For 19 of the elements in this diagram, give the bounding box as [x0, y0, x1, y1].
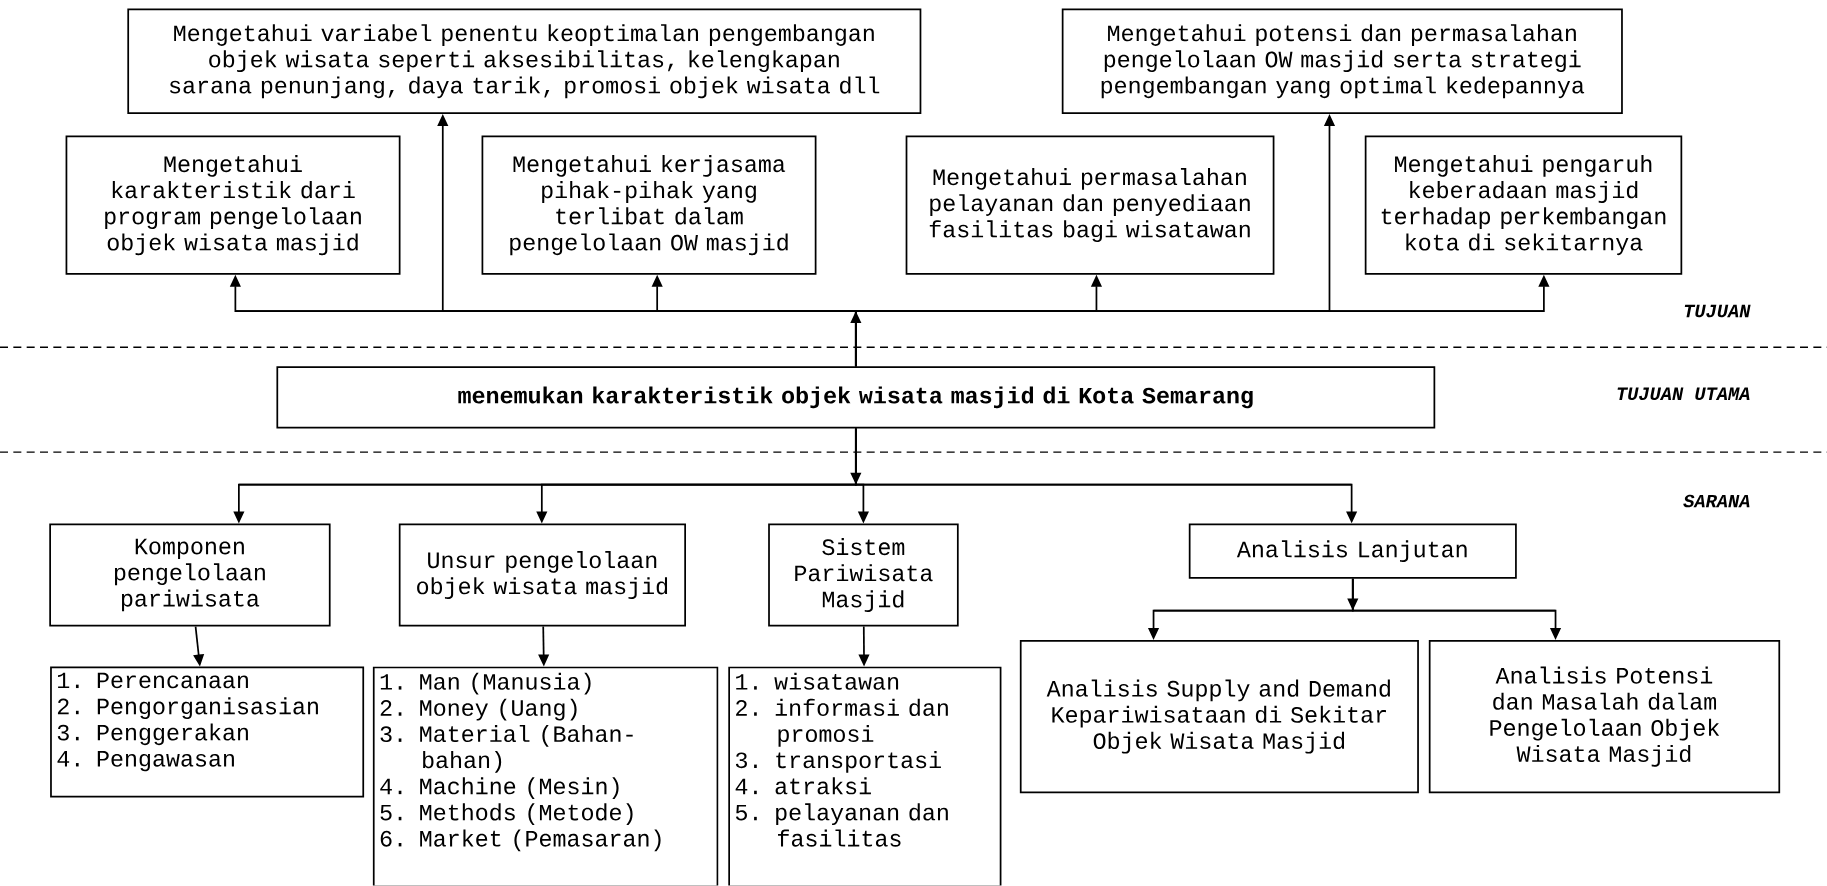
- section-label: TUJUAN: [1684, 305, 1751, 318]
- list-box: 1. Man (Manusia) 2. Money (Uang) 3. Material (Bahan-bahan) 4. Machine (Mesin) 5. Methods (Metode) 6. Market (Pemasaran): [372, 666, 719, 886]
- process-box: Analisis Supply and Demand Kepariwisataan di Sekitar Objek Wisata Masjid: [1019, 640, 1419, 794]
- process-box: Mengetahui karakteristik dari program pengelolaan objek wisata masjid: [65, 135, 401, 275]
- list-box: 1. wisatawan 2. informasi dan promosi 3. transportasi 4. atraksi 5. pelayanan dan fasilitas: [728, 666, 1002, 886]
- section-label: SARANA: [1683, 494, 1750, 508]
- process-box: Mengetahui potensi dan permasalahan pengelolaan OW masjid serta strategi pengembangan yang optimal kedepannya: [1061, 8, 1623, 115]
- process-box: menemukan karakteristik objek wisata masjid di Kota Semarang: [276, 366, 1436, 429]
- section-label: TUJUAN UTAMA: [1617, 387, 1750, 401]
- process-box: Mengetahui kerjasama pihak-pihak yang terlibat dalam pengelolaan OW masjid: [481, 135, 817, 275]
- process-box: Mengetahui pengaruh keberadaan masjid terhadap perkembangan kota di sekitarnya: [1364, 135, 1683, 275]
- process-box: Unsur pengelolaan objek wisata masjid: [398, 523, 686, 627]
- process-box: Sistem Pariwisata Masjid: [768, 523, 959, 627]
- process-box: Analisis Lanjutan: [1188, 523, 1517, 580]
- list-box: 1. Perencanaan 2. Pengorganisasian 3. Penggerakan 4. Pengawasan: [50, 666, 365, 798]
- process-box: Analisis Potensi dan Masalah dalam Pengelolaan Objek Wisata Masjid: [1428, 640, 1781, 794]
- process-box: Mengetahui variabel penentu keoptimalan pengembangan objek wisata seperti aksesibilitas, kelengkapan sarana penunjang, daya tarik, promosi objek wisata dll: [127, 8, 922, 115]
- process-box: Komponen pengelolaan pariwisata: [49, 523, 331, 627]
- process-box: Mengetahui permasalahan pelayanan dan penyediaan fasilitas bagi wisatawan: [905, 135, 1275, 275]
